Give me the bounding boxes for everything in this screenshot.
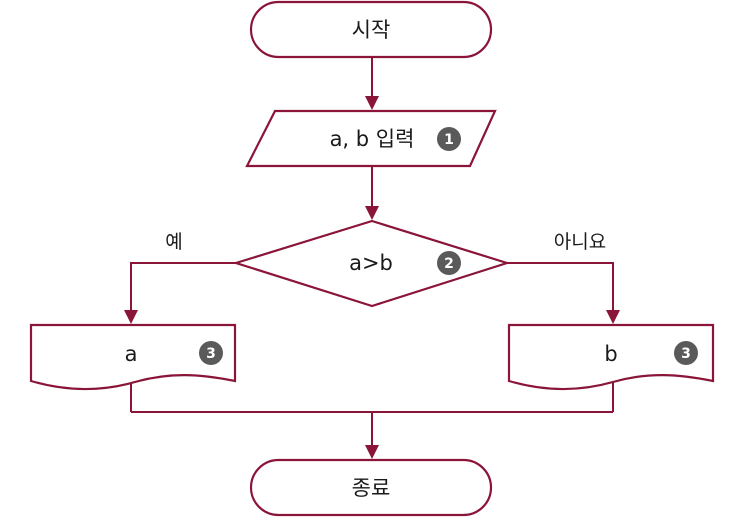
input-parallelogram-shape bbox=[245, 109, 497, 168]
decision-node: a>b 2 bbox=[232, 219, 511, 308]
connector-yes-branch bbox=[130, 262, 236, 310]
input-node: a, b 입력 1 bbox=[245, 109, 497, 168]
arrowhead bbox=[606, 310, 620, 324]
step-badge-3a bbox=[199, 341, 223, 365]
output-a-label: a bbox=[125, 342, 138, 366]
start-label: 시작 bbox=[352, 18, 391, 42]
arrowhead bbox=[365, 206, 379, 220]
input-label: a, b 입력 bbox=[330, 127, 415, 151]
step-badge-1 bbox=[437, 127, 461, 151]
output-b-document-shape bbox=[507, 323, 715, 391]
step-badge-3b-label: 3 bbox=[681, 346, 691, 362]
output-a-document-shape bbox=[29, 323, 237, 391]
step-badge-3a-label: 3 bbox=[206, 346, 216, 362]
end-terminator-shape bbox=[249, 458, 493, 517]
arrowhead bbox=[124, 310, 138, 324]
output-b-node: b 3 bbox=[507, 323, 715, 391]
arrowhead bbox=[365, 96, 379, 110]
output-b-label: b bbox=[604, 342, 617, 366]
decision-diamond-shape bbox=[232, 219, 511, 308]
step-badge-3b bbox=[674, 341, 698, 365]
start-terminator-shape bbox=[249, 0, 493, 59]
branch-no-label: 아니요 bbox=[554, 231, 606, 253]
decision-label: a>b bbox=[349, 251, 393, 275]
arrowhead bbox=[365, 445, 379, 459]
end-node: 종료 bbox=[249, 458, 493, 517]
connector-no-branch bbox=[507, 262, 614, 310]
step-badge-1-label: 1 bbox=[444, 132, 454, 148]
start-node: 시작 bbox=[249, 0, 493, 59]
output-a-node: a 3 bbox=[29, 323, 237, 391]
branch-yes-label: 예 bbox=[165, 231, 182, 253]
step-badge-2-label: 2 bbox=[444, 256, 454, 272]
connectors bbox=[124, 57, 620, 459]
step-badge-2 bbox=[437, 251, 461, 275]
end-label: 종료 bbox=[352, 476, 391, 500]
